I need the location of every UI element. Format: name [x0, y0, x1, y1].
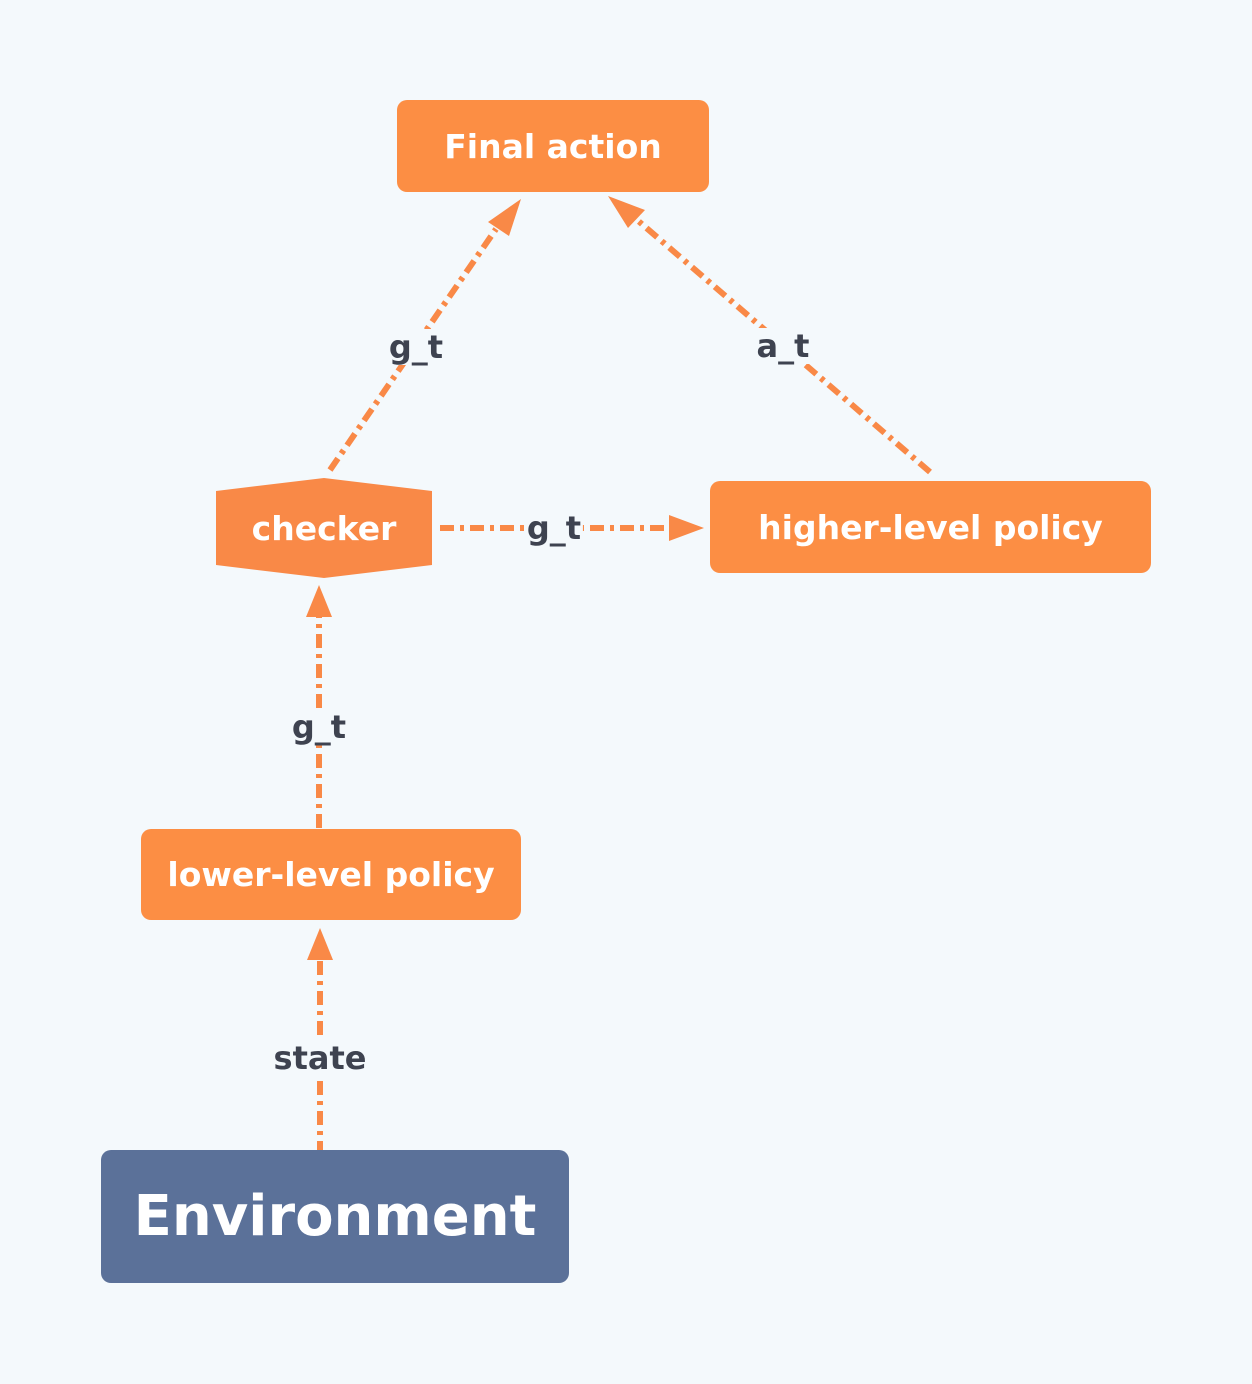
- edge-label-environment-to-lower: state: [271, 1039, 369, 1077]
- final-action-label: Final action: [444, 126, 662, 166]
- edge-label-lower-to-checker: g_t: [289, 708, 349, 746]
- arrowhead-environment-to-lower: [307, 928, 333, 960]
- arrowhead-lower-to-checker: [306, 585, 332, 617]
- arrowhead-checker-to-final: [488, 199, 521, 236]
- environment-label: Environment: [133, 1184, 537, 1249]
- higher-level-policy-node: higher-level policy: [710, 481, 1151, 573]
- arrowhead-higher-to-final: [608, 196, 645, 228]
- edge-checker-to-final: [327, 227, 499, 472]
- lower-level-policy-node: lower-level policy: [141, 829, 521, 920]
- final-action-node: Final action: [397, 100, 709, 192]
- lower-level-policy-label: lower-level policy: [167, 855, 495, 894]
- edge-label-higher-to-final: a_t: [754, 327, 812, 365]
- checker-label: checker: [251, 508, 397, 548]
- edge-label-checker-to-higher: g_t: [524, 509, 584, 547]
- higher-level-policy-label: higher-level policy: [758, 507, 1103, 547]
- environment-node: Environment: [101, 1150, 569, 1283]
- checker-node: checker: [216, 478, 432, 578]
- arrowhead-checker-to-higher: [669, 515, 704, 541]
- edge-label-checker-to-final: g_t: [386, 328, 446, 366]
